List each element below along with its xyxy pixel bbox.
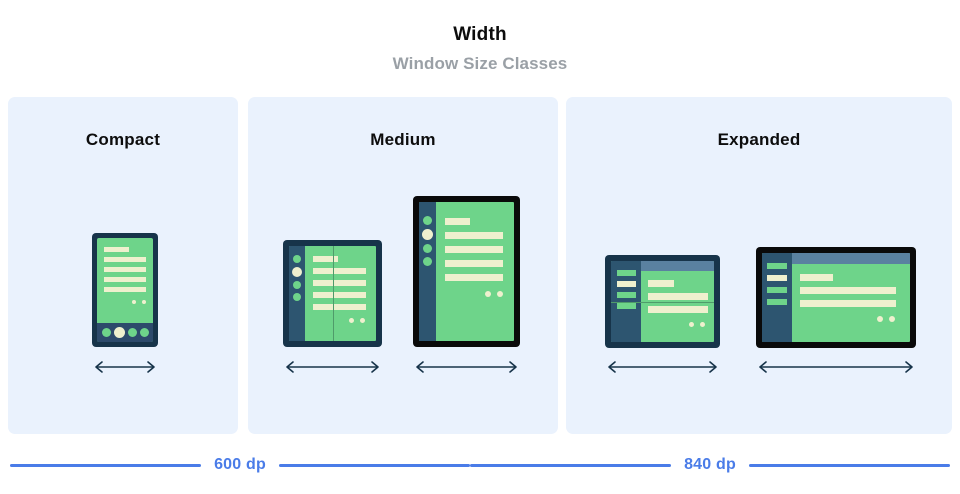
device-tablet-landscape <box>756 247 916 348</box>
device-foldable-portrait <box>283 240 382 347</box>
rail-dot <box>423 216 432 225</box>
content-line <box>313 292 366 298</box>
rail-dot <box>293 281 301 289</box>
content-line <box>648 293 708 300</box>
panel-title-medium: Medium <box>370 130 436 149</box>
content-line <box>445 274 503 281</box>
navigation-rail <box>419 202 436 341</box>
rail-dot-active <box>422 229 433 240</box>
breakpoint-label-840: 840 dp <box>684 456 736 473</box>
content-line <box>104 247 129 252</box>
content-line <box>104 277 146 282</box>
content-dot <box>360 318 365 323</box>
content-line <box>800 287 896 294</box>
rail-dot-active <box>292 267 302 277</box>
device-tablet-portrait <box>413 196 520 347</box>
panel-medium: Medium <box>248 97 558 434</box>
content-line <box>313 280 366 286</box>
content-dot <box>349 318 354 323</box>
content-dot <box>142 300 146 304</box>
page-subtitle: Window Size Classes <box>392 54 568 73</box>
content-line <box>445 218 470 225</box>
content-dot <box>485 291 491 297</box>
content-line <box>313 304 366 310</box>
navigation-rail <box>762 253 792 342</box>
breakpoint-600dp: 600 dp <box>10 445 471 485</box>
width-arrow-foldable-portrait <box>283 359 382 375</box>
diagram-header: Width Window Size Classes <box>0 22 960 77</box>
content-line <box>800 274 833 281</box>
fold-crease <box>611 302 714 303</box>
app-top-bar <box>641 261 714 271</box>
rail-item <box>617 270 636 276</box>
rail-item-active <box>767 275 787 281</box>
panel-title-compact: Compact <box>85 130 161 149</box>
navigation-rail <box>289 246 305 341</box>
rail-dot <box>423 244 432 253</box>
bottom-navigation-bar <box>97 323 153 342</box>
breakpoint-line-left <box>10 463 202 467</box>
content-line <box>648 306 708 313</box>
content-dot <box>877 316 883 322</box>
content-line <box>445 232 503 239</box>
nav-dot-active <box>114 327 125 338</box>
width-arrow-compact <box>92 359 158 375</box>
width-arrow-foldable-landscape <box>605 359 720 375</box>
content-line <box>104 267 146 272</box>
nav-dot <box>128 328 137 337</box>
device-foldable-landscape <box>605 255 720 348</box>
device-screen <box>419 202 514 341</box>
breakpoint-label-600: 600 dp <box>214 456 266 473</box>
content-line <box>104 257 146 262</box>
breakpoint-line-left <box>470 463 672 467</box>
width-arrow-tablet-portrait <box>413 359 520 375</box>
device-screen <box>762 253 910 342</box>
content-dot <box>132 300 136 304</box>
nav-dot <box>140 328 149 337</box>
size-class-panels: Compact <box>8 97 952 434</box>
rail-item <box>617 292 636 298</box>
content-line <box>313 268 366 274</box>
content-line <box>313 256 338 262</box>
panel-title-expanded: Expanded <box>717 130 801 149</box>
panel-compact: Compact <box>8 97 238 434</box>
content-dot <box>889 316 895 322</box>
navigation-rail <box>611 261 641 342</box>
content-dot <box>700 322 705 327</box>
rail-item-active <box>617 281 636 287</box>
content-dot <box>689 322 694 327</box>
content-line <box>104 287 146 292</box>
content-line <box>648 280 674 287</box>
content-line <box>445 260 503 267</box>
width-arrow-tablet-landscape <box>756 359 916 375</box>
rail-item <box>767 299 787 305</box>
rail-item <box>767 263 787 269</box>
breakpoint-line-right <box>748 463 951 467</box>
breakpoint-840dp: 840 dp <box>470 445 951 485</box>
app-top-bar <box>792 253 910 264</box>
page-title: Width <box>453 24 507 45</box>
device-screen <box>289 246 376 341</box>
device-phone-portrait <box>92 233 158 347</box>
panel-expanded: Expanded <box>566 97 952 434</box>
device-screen <box>97 238 153 342</box>
device-screen <box>611 261 714 342</box>
rail-item <box>617 303 636 309</box>
fold-crease <box>333 246 334 341</box>
content-dot <box>497 291 503 297</box>
rail-item <box>767 287 787 293</box>
content-line <box>800 300 896 307</box>
content-line <box>445 246 503 253</box>
rail-dot <box>293 293 301 301</box>
rail-dot <box>293 255 301 263</box>
rail-dot <box>423 257 432 266</box>
nav-dot <box>102 328 111 337</box>
breakpoint-line-right <box>278 463 471 467</box>
